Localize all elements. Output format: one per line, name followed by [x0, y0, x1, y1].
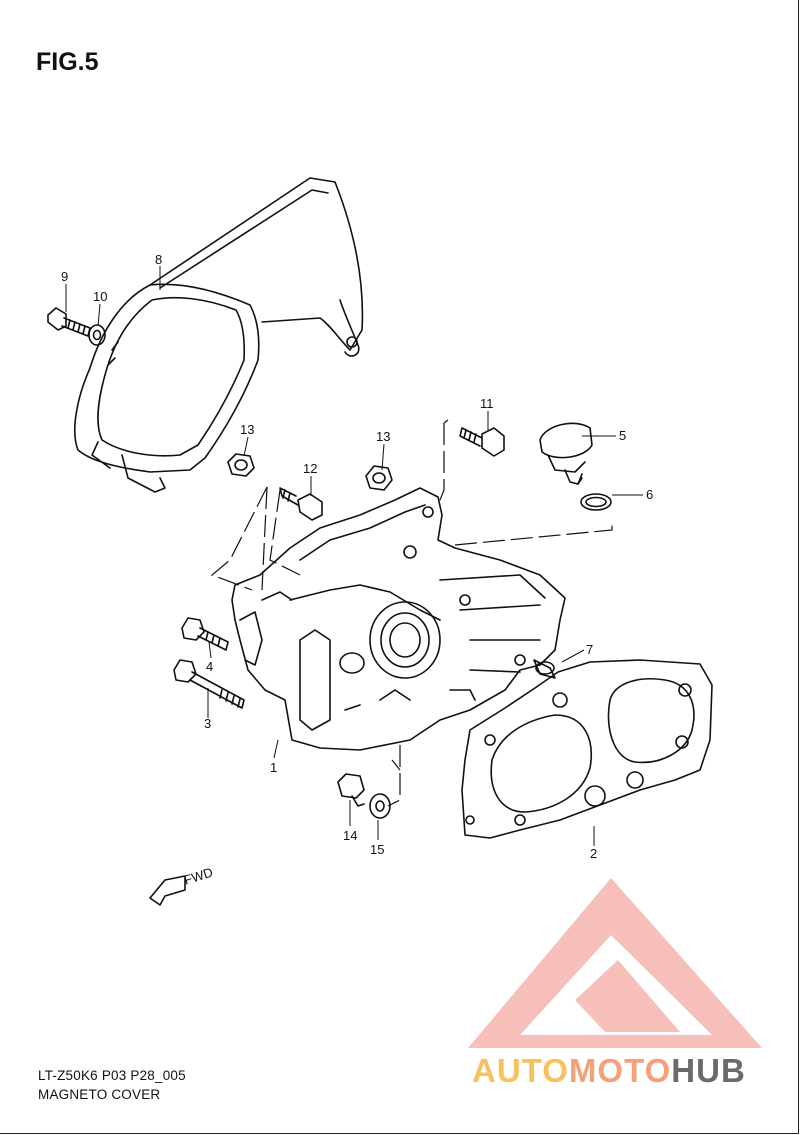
model-code: LT-Z50K6 P03 P28_005 [38, 1068, 186, 1083]
callout-15: 15 [370, 842, 384, 857]
callout-4: 4 [206, 659, 213, 674]
watermark-auto: AUTO [472, 1052, 569, 1089]
callout-9: 9 [61, 269, 68, 284]
bolt-4 [181, 617, 229, 651]
bolt-14 [337, 773, 365, 807]
callout-6: 6 [646, 487, 653, 502]
o-ring [580, 493, 612, 511]
callout-12: 11 [480, 396, 494, 411]
callout-3: 3 [204, 716, 211, 731]
callout-1: 1 [270, 760, 277, 775]
plug [539, 422, 593, 485]
gasket [461, 659, 713, 839]
callout-8: 8 [155, 252, 162, 267]
figure-caption: MAGNETO COVER [38, 1087, 161, 1102]
bolt-9 [47, 307, 91, 337]
fwd-label: FWD [182, 864, 215, 887]
washer-15 [369, 793, 391, 819]
callout-10: 10 [93, 289, 107, 304]
watermark-brand: AUTOMOTOHUB [472, 1052, 746, 1090]
callout-7: 7 [586, 642, 593, 657]
crankcase [231, 487, 566, 751]
callout-2: 2 [590, 846, 597, 861]
fwd-arrow [149, 875, 186, 906]
callout-13-right: 13 [376, 429, 390, 444]
washer-10 [88, 324, 106, 346]
bolt-3 [173, 659, 245, 709]
watermark-logo [468, 878, 762, 1048]
nut-13-left [227, 453, 255, 477]
callout-11: 12 [303, 461, 317, 476]
watermark-hub: HUB [671, 1052, 746, 1089]
watermark-moto: MOTO [568, 1052, 672, 1089]
callout-14: 14 [343, 828, 357, 843]
magneto-cover [73, 177, 364, 493]
callout-5: 5 [619, 428, 626, 443]
figure-title: FIG.5 [36, 48, 99, 76]
bolt-12 [459, 427, 505, 457]
dowel-pin [533, 659, 556, 679]
nut-13-right [365, 465, 393, 491]
bolt-11 [279, 487, 323, 521]
callout-13-left: 13 [240, 422, 254, 437]
